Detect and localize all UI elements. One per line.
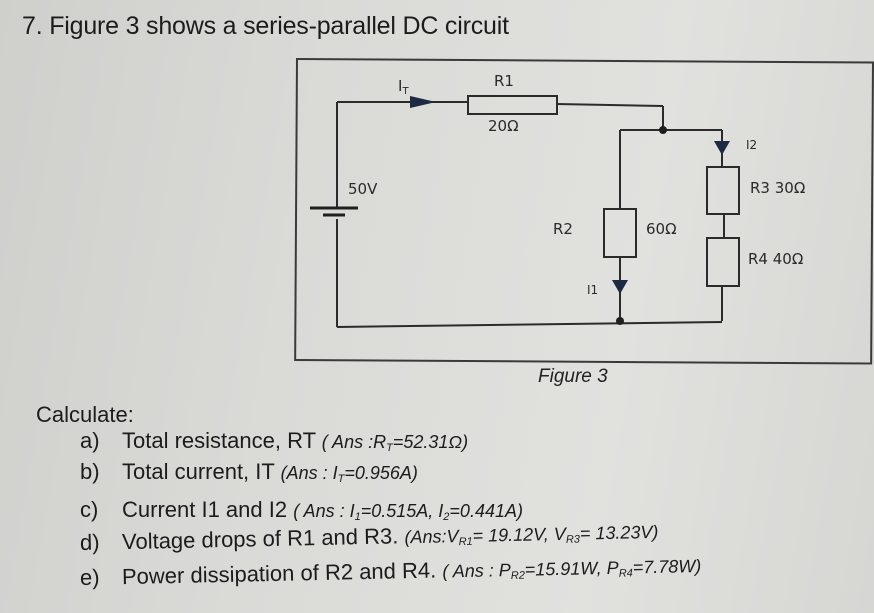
item-text: Current I1 and I2 (122, 497, 288, 522)
question-item-a: a)Total resistance, RT ( Ans :RT=52.31Ω) (80, 428, 469, 454)
calculate-heading: Calculate: (36, 402, 134, 427)
item-text: Total resistance, RT (122, 428, 316, 453)
figure-caption: Figure 3 (538, 366, 608, 387)
arrow-i1-icon (612, 280, 628, 294)
question-item-b: b)Total current, IT (Ans : IT=0.956A) (80, 459, 418, 485)
resistor-r4 (706, 237, 740, 287)
junction-node-top (659, 126, 667, 134)
label-r2-value: 60Ω (646, 220, 677, 238)
wire-bottom (336, 321, 723, 328)
item-answer: (Ans:VR1= 19.12V, VR3= 13.23V) (404, 521, 659, 549)
wire-top-right (556, 103, 664, 107)
item-text: Power dissipation of R2 and R4. (121, 557, 437, 590)
arrow-it-icon (410, 96, 436, 108)
resistor-r2 (603, 208, 637, 258)
item-answer: (Ans : IT=0.956A) (280, 463, 418, 485)
question-title: 7. Figure 3 shows a series-parallel DC c… (22, 12, 509, 40)
arrow-i2-icon (714, 141, 730, 155)
item-answer: ( Ans :RT=52.31Ω) (321, 432, 469, 454)
label-i2: I2 (746, 138, 757, 152)
item-answer: ( Ans : I1=0.515A, I2=0.441A) (293, 501, 523, 523)
item-answer: ( Ans : PR2=15.91W, PR4=7.78W) (442, 555, 702, 582)
label-source-voltage: 50V (348, 180, 378, 198)
label-r1-value: 20Ω (488, 117, 519, 135)
label-total-current: IT (398, 77, 409, 97)
resistor-r3 (706, 166, 740, 215)
junction-node-bottom (616, 317, 624, 325)
label-r3: R3 30Ω (750, 179, 805, 197)
label-i1: I1 (587, 283, 598, 297)
label-r4: R4 40Ω (748, 250, 803, 268)
label-r2-name: R2 (553, 220, 573, 238)
resistor-r1 (467, 95, 558, 115)
label-r1-name: R1 (494, 72, 514, 90)
question-item-c: c)Current I1 and I2 ( Ans : I1=0.515A, I… (80, 497, 523, 523)
item-text: Total current, IT (122, 459, 275, 484)
item-text: Voltage drops of R1 and R3. (121, 523, 399, 555)
